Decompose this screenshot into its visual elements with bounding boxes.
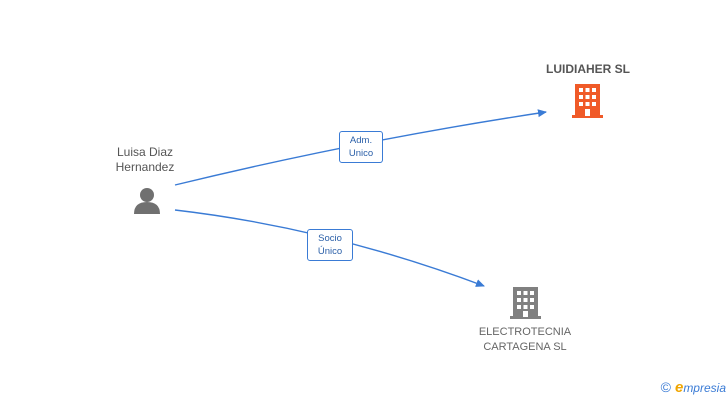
person-name-line1: Luisa Diaz [116, 145, 174, 159]
relation-badge-socio-unico: Socio Único [307, 229, 353, 261]
relation-badge-adm-unico: Adm. Unico [339, 131, 383, 163]
building-icon[interactable] [572, 84, 603, 118]
relation-label-line1: Adm. [349, 135, 373, 146]
building-icon[interactable] [510, 287, 541, 319]
person-icon[interactable] [134, 188, 160, 214]
company-name-luidiaher[interactable]: LUIDIAHER SL [546, 62, 630, 76]
empresia-logo[interactable]: ©empresia [661, 379, 726, 396]
relation-label-line2: Único [317, 246, 343, 257]
relation-label-line2: Unico [348, 148, 374, 159]
person-name[interactable]: Luisa Diaz Hernandez [95, 145, 195, 175]
person-name-line2: Hernandez [115, 160, 175, 174]
company-name-line1: ELECTROTECNIA [478, 326, 572, 338]
copyright-symbol: © [660, 379, 671, 395]
brand-initial: e [674, 379, 684, 396]
company-name-electrotecnia[interactable]: ELECTROTECNIA CARTAGENA SL [460, 325, 590, 355]
brand-name: mpresia [683, 381, 726, 395]
company-name-line2: CARTAGENA SL [483, 341, 567, 353]
relation-label-line1: Socio [318, 233, 342, 244]
